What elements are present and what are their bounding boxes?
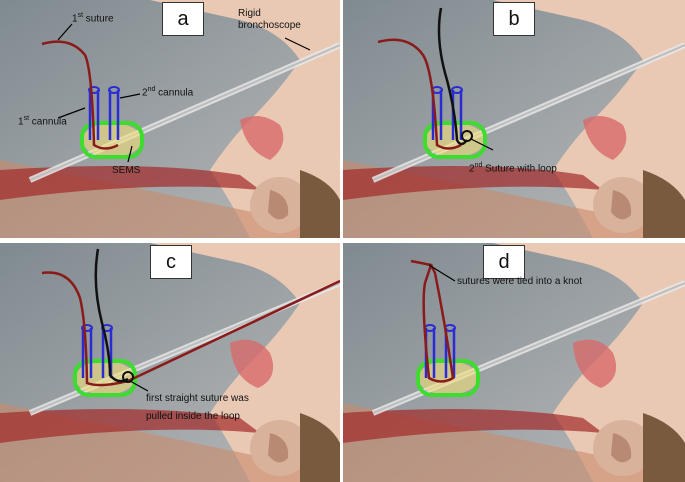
straight-suture-line1: first straight suture was — [146, 393, 249, 404]
second-cannula-text: cannula — [155, 87, 194, 99]
second-suture-sup: nd — [474, 162, 483, 169]
second-cannula-sup: nd — [147, 86, 156, 93]
second-suture-label: 2nd Suture with loop — [469, 160, 557, 175]
first-cannula-sup: st — [23, 115, 30, 122]
rigid-line2: bronchoscope — [238, 20, 301, 31]
panel-c: c first straight suture was pulled insid… — [0, 243, 340, 482]
panel-b-illustration — [343, 0, 685, 238]
panel-a-illustration — [0, 0, 340, 238]
second-suture-text: Suture with loop — [482, 163, 557, 175]
first-suture-text: suture — [83, 13, 114, 25]
panel-b-label: b — [493, 2, 535, 36]
straight-suture-line2: pulled inside the loop — [146, 411, 240, 422]
first-cannula-label: 1st cannula — [18, 113, 67, 128]
first-suture-sup: st — [77, 12, 84, 19]
first-suture-num: 1 — [72, 13, 78, 25]
rigid-line1: Rigid — [238, 8, 261, 19]
panel-a: a 1st suture 2nd cannula 1st cannula SEM… — [0, 0, 340, 238]
panel-c-label: c — [150, 245, 192, 279]
first-cannula-text: cannula — [29, 116, 67, 128]
panel-d: d sutures were tied into a knot — [343, 243, 685, 482]
knot-label: sutures were tied into a knot — [457, 276, 583, 287]
first-cannula-num: 1 — [18, 116, 24, 128]
panel-c-illustration — [0, 243, 340, 482]
second-cannula-label: 2nd cannula — [142, 84, 193, 99]
second-suture-num: 2 — [469, 163, 475, 175]
rigid-bronchoscope-label: Rigid bronchoscope — [238, 8, 301, 32]
second-cannula-num: 2 — [142, 87, 148, 99]
straight-suture-label: first straight suture was pulled inside … — [146, 393, 249, 423]
panel-b: b 2nd Suture with loop — [343, 0, 685, 238]
panel-a-label: a — [162, 2, 204, 36]
first-suture-label: 1st suture — [72, 10, 114, 25]
panel-d-illustration — [343, 243, 685, 482]
panel-d-label: d — [483, 245, 525, 279]
sems-label: SEMS — [112, 165, 141, 176]
